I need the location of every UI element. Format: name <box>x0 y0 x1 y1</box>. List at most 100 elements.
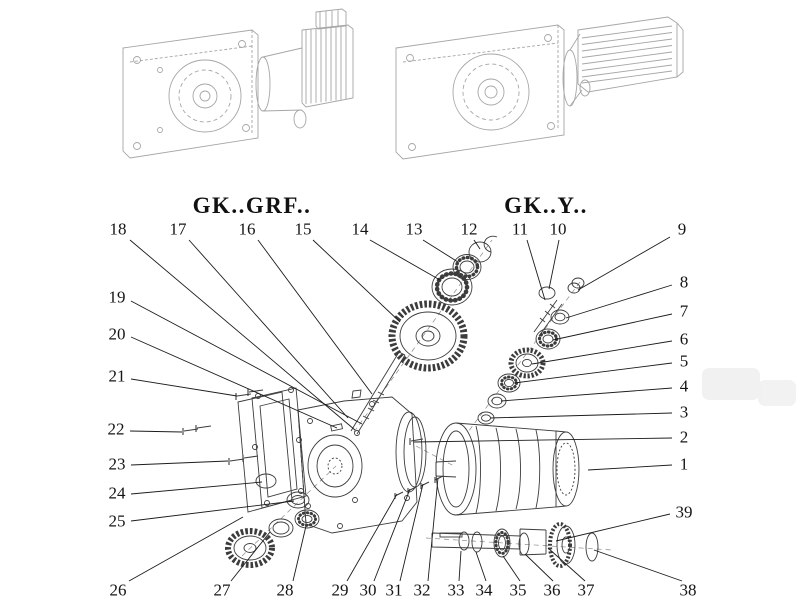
ring-gear <box>388 300 468 372</box>
part-number-39: 39 <box>673 502 695 522</box>
leader-line-33 <box>458 550 462 582</box>
housing-bore-circle <box>452 53 530 131</box>
input-shaft-stack <box>477 277 585 425</box>
leader-lines-layer <box>128 236 683 582</box>
spacer <box>518 532 530 556</box>
lower-bearing <box>294 509 320 529</box>
leader-line-11 <box>526 239 546 301</box>
assembled-view-gk-grf <box>122 8 354 159</box>
cover-screws <box>182 389 264 465</box>
part-number-33: 33 <box>445 580 467 600</box>
part-number-11: 11 <box>509 219 531 239</box>
filler-plug <box>351 389 362 399</box>
retainer-ring <box>538 286 556 300</box>
part-number-36: 36 <box>541 580 563 600</box>
housing-bore-circle <box>168 59 242 133</box>
leader-line-21 <box>130 378 238 397</box>
part-number-28: 28 <box>274 580 296 600</box>
part-number-15: 15 <box>292 219 314 239</box>
electric-motor <box>435 422 580 516</box>
leader-line-15 <box>312 239 401 323</box>
part-number-22: 22 <box>105 419 127 439</box>
assembled-view-gk-y <box>395 16 684 160</box>
part-number-2: 2 <box>677 427 691 447</box>
flat-washer <box>471 531 483 553</box>
leader-line-2 <box>413 437 673 443</box>
part-number-27: 27 <box>211 580 233 600</box>
leader-line-30 <box>373 488 411 582</box>
part-number-21: 21 <box>106 366 128 386</box>
side-cover-and-gasket <box>237 387 307 513</box>
variant-label-gk-grf: GK..GRF.. <box>192 193 312 218</box>
leader-line-28 <box>292 525 307 582</box>
part-number-1: 1 <box>677 454 691 474</box>
leader-line-12 <box>473 239 481 250</box>
leader-line-10 <box>548 239 560 290</box>
part-number-29: 29 <box>329 580 351 600</box>
leader-line-39 <box>555 513 671 542</box>
shim-ring <box>255 473 277 489</box>
part-number-20: 20 <box>106 324 128 344</box>
leader-line-31 <box>399 483 424 582</box>
leader-line-1 <box>587 464 673 471</box>
flange-bolts <box>394 475 444 499</box>
part-number-23: 23 <box>106 454 128 474</box>
snap-ring <box>483 235 498 253</box>
output-bearing <box>493 528 511 558</box>
part-number-13: 13 <box>403 219 425 239</box>
part-number-25: 25 <box>106 511 128 531</box>
part-number-18: 18 <box>107 219 129 239</box>
part-number-35: 35 <box>507 580 529 600</box>
leader-line-3 <box>489 412 673 419</box>
shaft-keyway <box>439 532 463 538</box>
upper-bearing-small <box>452 254 482 280</box>
leader-line-27 <box>230 531 271 582</box>
leader-line-17 <box>188 239 349 419</box>
leader-line-34 <box>475 551 487 582</box>
part-number-16: 16 <box>236 219 258 239</box>
leader-line-23 <box>130 460 229 466</box>
leader-line-14 <box>369 239 441 281</box>
leader-line-26 <box>128 516 244 582</box>
part-number-14: 14 <box>349 219 371 239</box>
part-number-30: 30 <box>357 580 379 600</box>
part-number-17: 17 <box>167 219 189 239</box>
lock-washer <box>458 531 470 551</box>
motor-body <box>577 16 678 93</box>
motor-shaft <box>435 460 457 478</box>
end-disc <box>585 532 599 562</box>
leader-line-18 <box>129 239 356 431</box>
part-number-32: 32 <box>411 580 433 600</box>
part-number-4: 4 <box>677 376 691 396</box>
variant-label-gk-y: GK..Y.. <box>504 193 588 218</box>
watermark-smudge <box>702 368 796 406</box>
leader-line-4 <box>500 387 673 402</box>
leader-line-29 <box>346 493 398 582</box>
spacer-ring <box>468 241 492 263</box>
leader-line-5 <box>513 362 673 384</box>
leader-line-19 <box>130 300 363 425</box>
leader-line-24 <box>130 481 263 495</box>
fan-cover <box>556 442 576 496</box>
output-gear-stack <box>225 509 320 568</box>
input-gear <box>508 347 546 379</box>
gear-spacer-ring <box>268 518 294 538</box>
part-number-8: 8 <box>677 272 691 292</box>
leader-line-36 <box>524 553 554 582</box>
motor-fins <box>581 25 673 84</box>
assembly-axes <box>241 239 613 557</box>
leader-line-25 <box>130 500 295 522</box>
leader-line-38 <box>593 549 683 582</box>
exploded-view <box>182 235 613 568</box>
part-number-26: 26 <box>107 580 129 600</box>
leader-line-9 <box>577 236 671 291</box>
shaft-key <box>330 423 344 432</box>
output-pinion <box>548 522 576 568</box>
part-number-31: 31 <box>383 580 405 600</box>
part-number-9: 9 <box>675 219 689 239</box>
leader-line-6 <box>531 340 673 365</box>
part-number-6: 6 <box>677 329 691 349</box>
output-gear <box>225 528 275 568</box>
